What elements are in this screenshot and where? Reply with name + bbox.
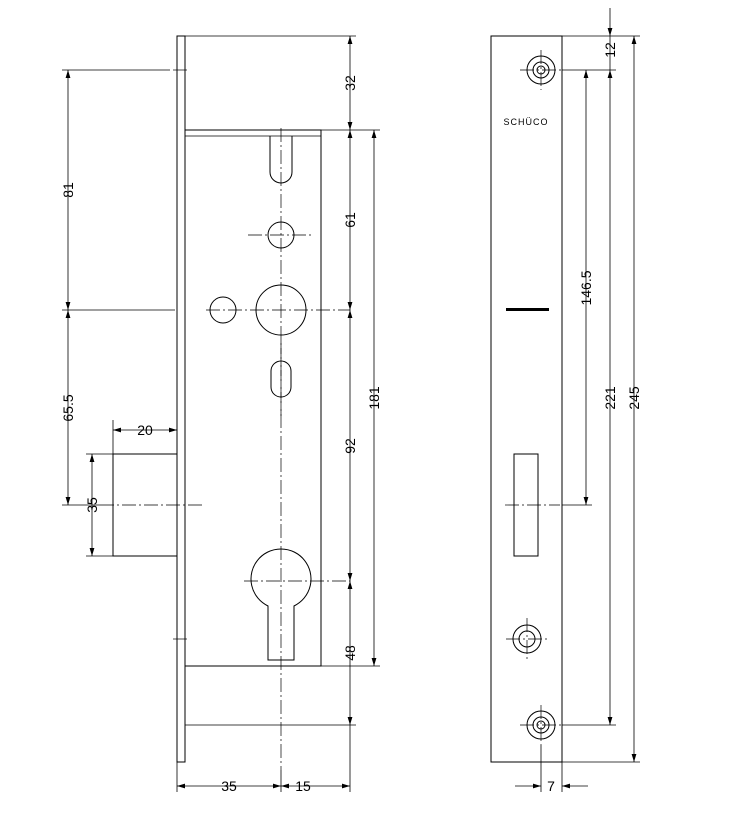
- brand-mark: SCHÜCO: [503, 117, 548, 127]
- bottom-screw: [520, 705, 562, 745]
- cylinder-profile: [250, 548, 312, 661]
- latch-slot: [506, 308, 549, 311]
- dim-146-5: 146.5: [578, 270, 594, 305]
- dim-181: 181: [366, 386, 382, 410]
- top-screw: [520, 50, 562, 90]
- dim-15: 15: [295, 778, 311, 794]
- dim-81: 81: [60, 182, 76, 198]
- dim-65-5: 65.5: [60, 394, 76, 421]
- dim-32: 32: [342, 75, 358, 91]
- faceplate-front: [490, 35, 563, 763]
- dim-7: 7: [547, 778, 555, 794]
- dim-245: 245: [626, 386, 642, 410]
- dim-92: 92: [342, 438, 358, 454]
- middle-screw: [506, 618, 548, 660]
- dim-35-horizontal: 35: [221, 778, 237, 794]
- dim-61: 61: [342, 212, 358, 228]
- dim-20: 20: [137, 422, 153, 438]
- lock-case: [184, 129, 322, 667]
- faceplate-side: [176, 35, 186, 763]
- dim-221: 221: [602, 386, 618, 410]
- front-view: SCHÜCO: [490, 8, 642, 794]
- dim-12: 12: [602, 42, 618, 58]
- side-view: 32 61 92 48 181 81 65.5 35 20 35 15: [60, 35, 382, 794]
- dim-48: 48: [342, 645, 358, 661]
- dim-35-vertical: 35: [84, 497, 100, 513]
